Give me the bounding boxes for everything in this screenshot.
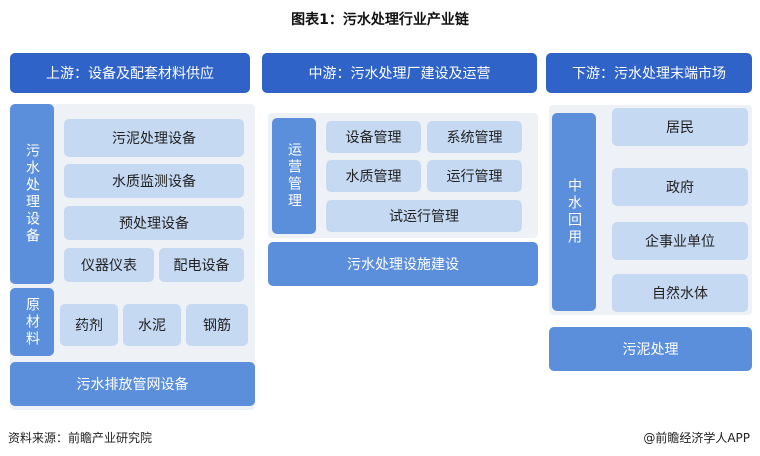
operation-item: 设备管理 <box>326 121 421 153</box>
reclaimed-water-label: 中水回用 <box>552 113 596 311</box>
market-item: 企事业单位 <box>612 222 748 260</box>
source-note: 资料来源：前瞻产业研究院 <box>8 430 153 445</box>
material-item: 水泥 <box>123 304 181 346</box>
operation-item: 水质管理 <box>326 160 421 192</box>
operation-item: 系统管理 <box>427 121 522 153</box>
materials-label: 原材料 <box>10 288 54 356</box>
credit-note: @前瞻经济学人APP <box>643 430 750 445</box>
sludge-box: 污泥处理 <box>549 327 752 371</box>
upstream-header: 上游：设备及配套材料供应 <box>10 53 250 93</box>
chart-title: 图表1：污水处理行业产业链 <box>291 12 469 28</box>
equipment-item: 污泥处理设备 <box>64 119 244 157</box>
pipe-network-box: 污水排放管网设备 <box>10 362 255 406</box>
market-item: 自然水体 <box>612 274 748 312</box>
market-item: 政府 <box>612 168 748 206</box>
operation-item: 试运行管理 <box>326 200 522 232</box>
downstream-header: 下游：污水处理末端市场 <box>546 53 752 93</box>
material-item: 钢筋 <box>186 304 248 346</box>
material-item: 药剂 <box>60 304 118 346</box>
operation-item: 运行管理 <box>427 160 522 192</box>
equipment-item: 水质监测设备 <box>64 164 244 198</box>
operation-label: 运营管理 <box>272 118 316 234</box>
market-item: 居民 <box>612 108 748 146</box>
equipment-item: 配电设备 <box>159 248 244 282</box>
equipment-item: 预处理设备 <box>64 206 244 240</box>
equipment-item: 仪器仪表 <box>64 248 154 282</box>
equipment-label: 污水处理设备 <box>10 104 54 284</box>
midstream-header: 中游：污水处理厂建设及运营 <box>262 53 537 93</box>
construction-box: 污水处理设施建设 <box>268 242 538 286</box>
